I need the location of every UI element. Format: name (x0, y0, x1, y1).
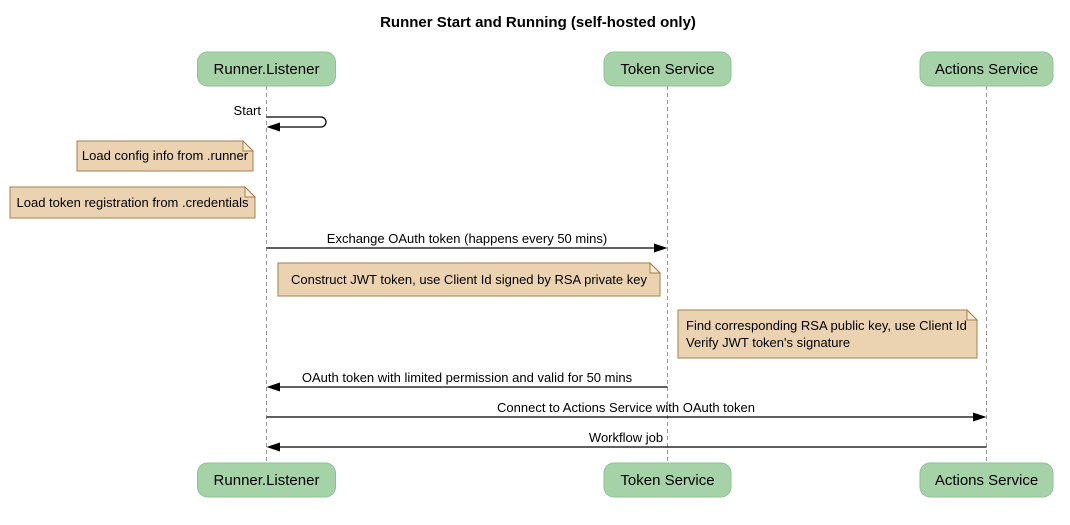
note-text: Load token registration from .credential… (17, 195, 249, 210)
note-body (9, 186, 256, 219)
message-connect-actions-service: Connect to Actions Service with OAuth to… (266, 400, 987, 422)
note-fold-icon (242, 139, 255, 152)
participant-label: Token Service (620, 61, 714, 78)
message-label: Exchange OAuth token (happens every 50 m… (327, 231, 607, 246)
participant-token-service-bottom: Token Service (603, 462, 732, 498)
participant-runner-listener-bottom: Runner.Listener (197, 462, 336, 498)
note-text: Load config info from .runner (82, 148, 249, 163)
note-load-token-registration: Load token registration from .credential… (9, 185, 257, 219)
arrowhead-left-icon (266, 122, 280, 132)
message-label: OAuth token with limited permission and … (302, 370, 633, 385)
participant-box (197, 462, 336, 498)
note-construct-jwt: Construct JWT token, use Client Id signe… (277, 261, 662, 297)
participant-label: Actions Service (935, 61, 1038, 78)
diagram-title: Runner Start and Running (self-hosted on… (380, 14, 696, 31)
note-load-config: Load config info from .runner (76, 139, 255, 172)
participant-box (919, 462, 1054, 498)
note-body (677, 309, 978, 359)
participant-runner-listener-top: Runner.Listener (197, 51, 336, 87)
note-text-line-1: Find corresponding RSA public key, use C… (686, 318, 967, 333)
participant-token-service-top: Token Service (603, 51, 732, 87)
message-label: Workflow job (589, 430, 663, 445)
message-start-self: Start (234, 103, 327, 132)
participant-actions-service-top: Actions Service (919, 51, 1054, 87)
participant-label: Runner.Listener (214, 61, 320, 78)
participant-label: Runner.Listener (214, 472, 320, 489)
note-text: Construct JWT token, use Client Id signe… (291, 272, 647, 287)
note-fold-icon (244, 185, 257, 198)
participant-box (197, 51, 336, 87)
participant-actions-service-bottom: Actions Service (919, 462, 1054, 498)
message-exchange-oauth-token: Exchange OAuth token (happens every 50 m… (266, 231, 668, 253)
note-fold-icon (649, 261, 662, 274)
arrowhead-left-icon (266, 442, 280, 452)
note-body (76, 140, 254, 172)
note-fold-icon (966, 308, 979, 321)
arrowhead-left-icon (266, 382, 280, 392)
participant-label: Token Service (620, 472, 714, 489)
message-label: Start (234, 103, 262, 118)
participant-box (919, 51, 1054, 87)
message-oauth-token-return: OAuth token with limited permission and … (266, 370, 668, 392)
participant-label: Actions Service (935, 472, 1038, 489)
message-label: Connect to Actions Service with OAuth to… (497, 400, 755, 415)
self-message-arrow-line (266, 116, 327, 128)
participant-box (603, 462, 732, 498)
note-body (277, 262, 661, 297)
note-verify-jwt: Find corresponding RSA public key, use C… (677, 308, 979, 359)
participant-box (603, 51, 732, 87)
message-workflow-job: Workflow job (266, 430, 987, 452)
arrowhead-right-icon (973, 412, 987, 422)
note-text-line-2: Verify JWT token's signature (686, 335, 850, 350)
arrowhead-right-icon (654, 243, 668, 253)
